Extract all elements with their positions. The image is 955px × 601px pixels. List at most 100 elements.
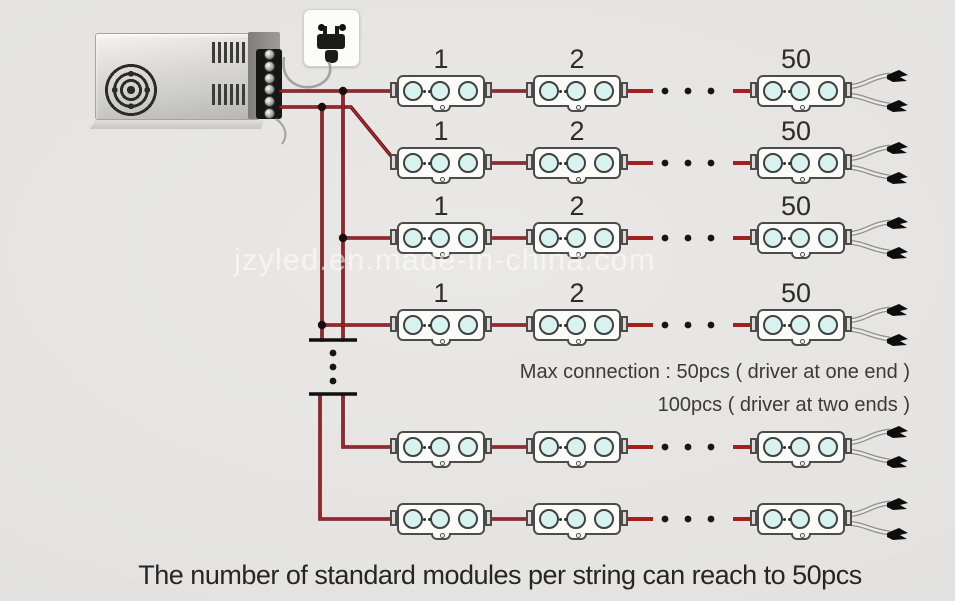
plug-icon: [317, 26, 345, 49]
plug-grip: [325, 50, 338, 63]
module-notch: [791, 339, 811, 346]
fan-icon: [102, 61, 160, 119]
led-lens: [403, 228, 423, 248]
bottom-caption: The number of standard modules per strin…: [138, 560, 862, 590]
terminal-screw-icon: [263, 60, 275, 72]
led-lens: [458, 153, 478, 173]
led-lens: [430, 153, 450, 173]
led-lens: [539, 153, 559, 173]
led-lens: [818, 81, 838, 101]
led-lens: [403, 437, 423, 457]
led-module: [526, 147, 628, 184]
plug-cable: [275, 56, 332, 145]
led-lens: [763, 153, 783, 173]
module-dots: [559, 162, 562, 165]
feed-wires: [279, 89, 400, 521]
module-number-label: 50: [780, 116, 812, 146]
led-module: [390, 222, 492, 259]
led-lens: [403, 315, 423, 335]
led-module: [526, 309, 628, 346]
module-notch: [431, 252, 451, 259]
led-lens: [539, 437, 559, 457]
vent-slots: [212, 42, 245, 63]
led-lens: [458, 509, 478, 529]
led-module: [750, 431, 852, 468]
module-dots: [559, 237, 562, 240]
led-lens: [403, 153, 423, 173]
module-notch: [791, 461, 811, 468]
module-dots: [423, 518, 426, 521]
module-number-label: 1: [433, 278, 449, 308]
led-lens: [539, 315, 559, 335]
max-connection-line2: 100pcs ( driver at two ends ): [657, 394, 910, 416]
led-lens: [763, 81, 783, 101]
led-lens: [458, 315, 478, 335]
led-lens: [430, 437, 450, 457]
led-lens: [818, 315, 838, 335]
vent-slots: [212, 84, 245, 105]
led-lens: [458, 437, 478, 457]
module-number-label: 1: [433, 44, 449, 74]
continuation-bars: [309, 338, 357, 396]
led-lens: [790, 228, 810, 248]
module-notch: [567, 177, 587, 184]
led-lens: [566, 153, 586, 173]
module-dots: [423, 162, 426, 165]
module-notch: [431, 177, 451, 184]
module-dots: [423, 446, 426, 449]
led-lens: [539, 81, 559, 101]
module-notch: [567, 252, 587, 259]
module-number-label: 50: [780, 191, 812, 221]
led-lens: [539, 509, 559, 529]
module-dots: [783, 237, 786, 240]
led-lens: [430, 228, 450, 248]
module-dots: [783, 162, 786, 165]
module-dots: [783, 518, 786, 521]
module-dots: [559, 518, 562, 521]
led-lens: [594, 315, 614, 335]
module-number-label: 2: [569, 116, 585, 146]
terminal-screw-icon: [263, 49, 275, 61]
led-module: [390, 147, 492, 184]
led-module: [750, 147, 852, 184]
led-lens: [790, 437, 810, 457]
led-module: [390, 75, 492, 112]
led-module: [750, 503, 852, 540]
socket-hole-icon: [339, 24, 346, 31]
led-lens: [818, 509, 838, 529]
module-dots: [783, 446, 786, 449]
led-module: [750, 222, 852, 259]
module-number-label: 2: [569, 278, 585, 308]
led-lens: [790, 81, 810, 101]
led-lens: [458, 81, 478, 101]
led-lens: [763, 437, 783, 457]
module-notch: [431, 461, 451, 468]
module-number-label: 1: [433, 116, 449, 146]
terminal-block: [256, 49, 282, 119]
module-notch: [567, 105, 587, 112]
led-lens: [790, 153, 810, 173]
module-number-label: 2: [569, 44, 585, 74]
led-module: [390, 309, 492, 346]
led-module: [750, 75, 852, 112]
led-lens: [539, 228, 559, 248]
module-dots: [559, 90, 562, 93]
module-number-label: 1: [433, 191, 449, 221]
led-lens: [818, 437, 838, 457]
terminal-screw-icon: [263, 95, 275, 107]
module-number-label: 50: [780, 278, 812, 308]
led-lens: [790, 315, 810, 335]
module-notch: [791, 177, 811, 184]
module-notch: [431, 339, 451, 346]
led-module: [390, 431, 492, 468]
module-notch: [791, 533, 811, 540]
module-notch: [431, 533, 451, 540]
module-notch: [431, 105, 451, 112]
led-lens: [566, 228, 586, 248]
module-dots: [559, 324, 562, 327]
led-lens: [430, 81, 450, 101]
led-lens: [818, 153, 838, 173]
led-lens: [763, 315, 783, 335]
